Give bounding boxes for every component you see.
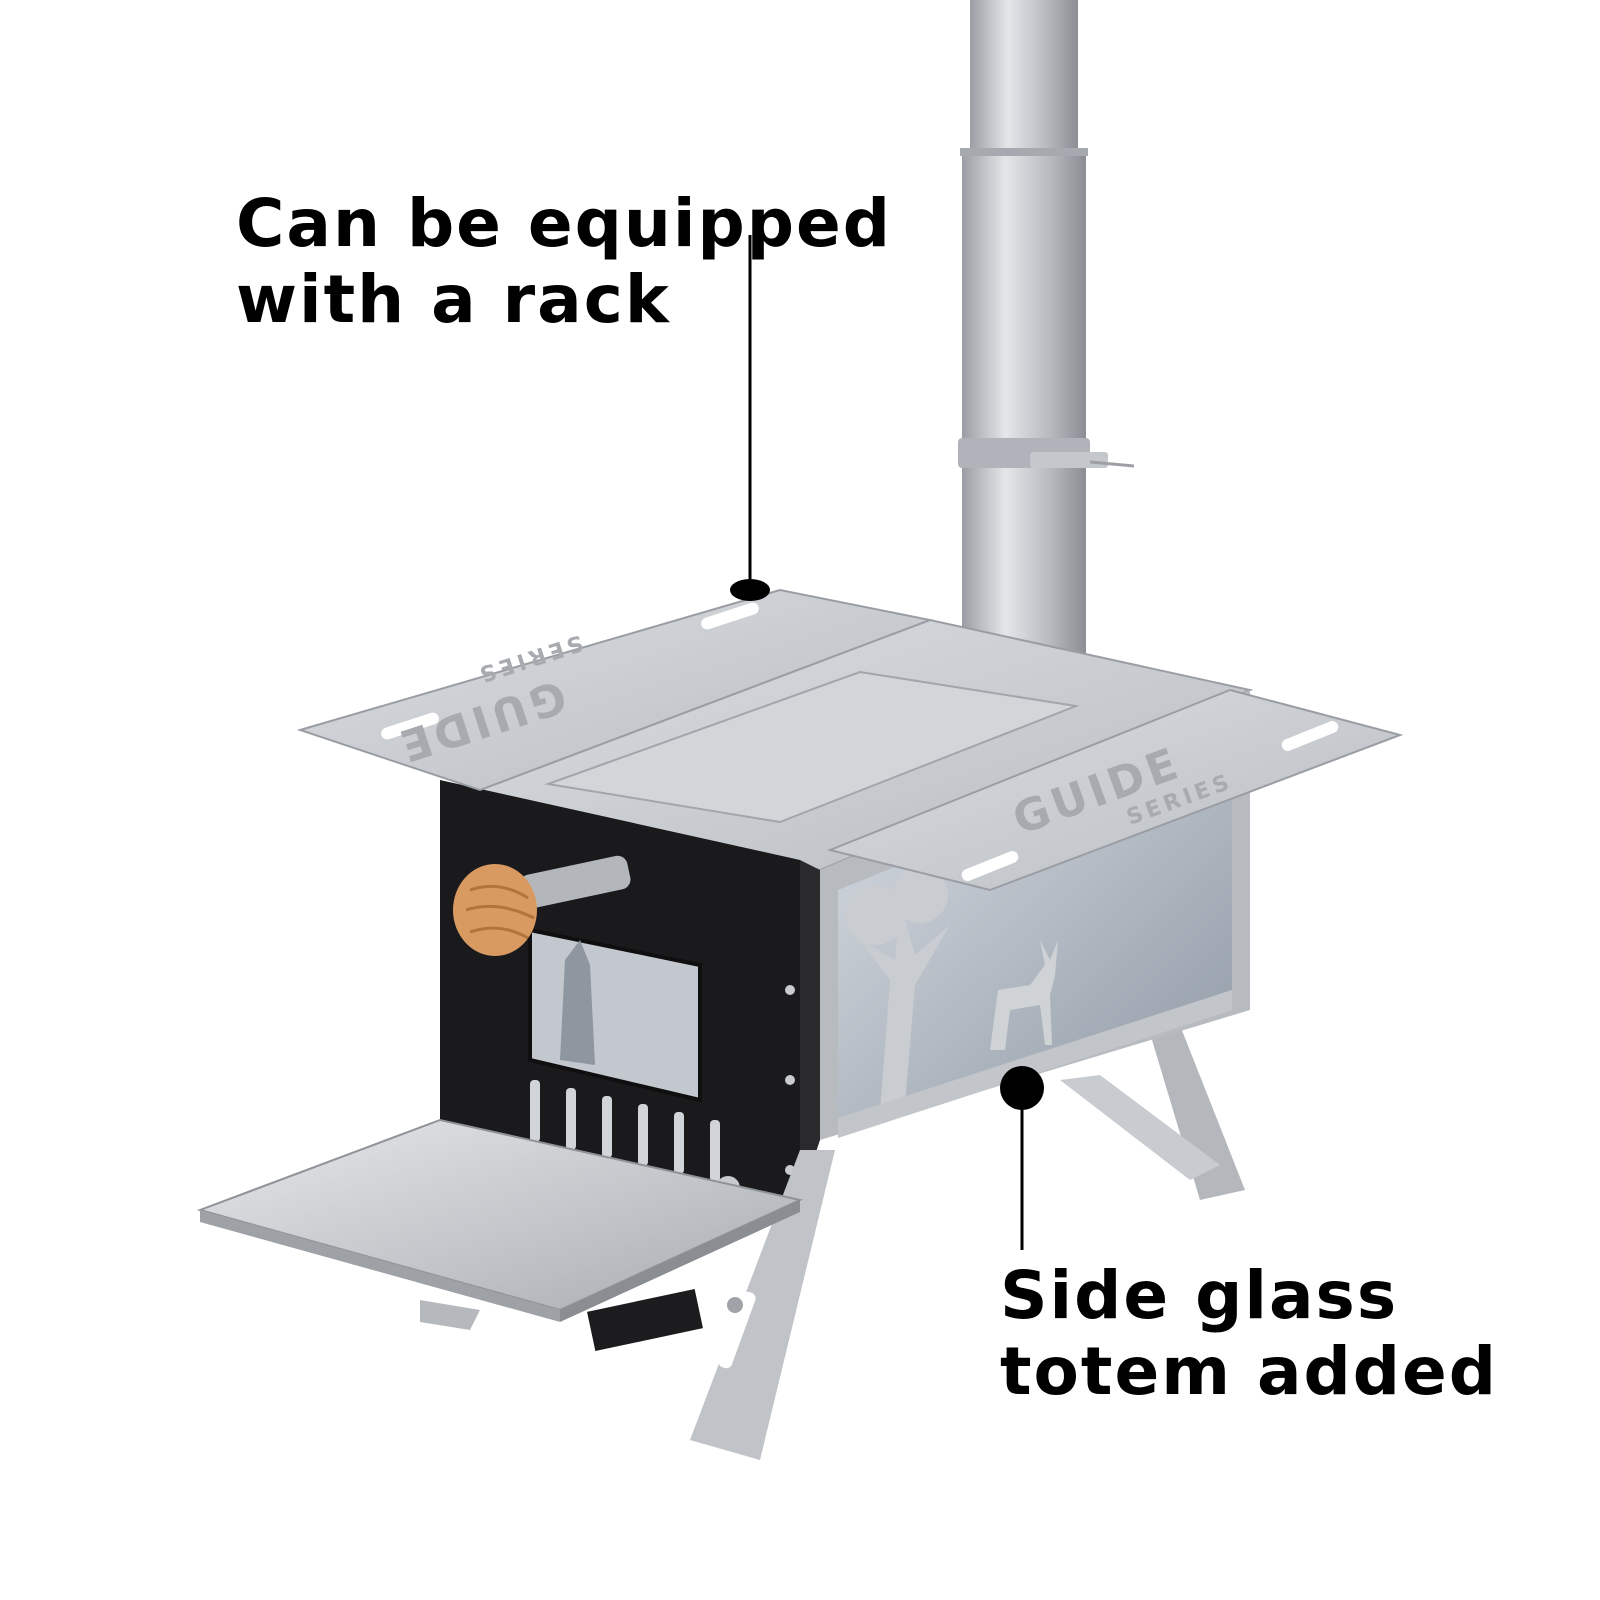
rear-leg [1060,1000,1245,1200]
rack-callout-label: Can be equipped with a rack [236,186,892,338]
cooktop-plate [544,670,1080,824]
air-vents [530,1080,720,1182]
rack-callout-line2: with a rack [236,261,671,338]
glass-callout-line1: Side glass [1000,1257,1399,1334]
rack-callout-line1: Can be equipped [236,185,893,262]
door-handle [453,855,631,956]
ash-tray [196,1118,804,1322]
right-side-shelf: GUIDE SERIES [826,688,1404,892]
chimney-pipe [950,0,1135,688]
glass-callout-label: Side glass totem added [1000,1258,1498,1410]
nameplate [587,1289,703,1351]
front-legs [420,1150,835,1460]
callout-pointers [730,235,1044,1250]
glass-callout-line2: totem added [1000,1333,1498,1410]
